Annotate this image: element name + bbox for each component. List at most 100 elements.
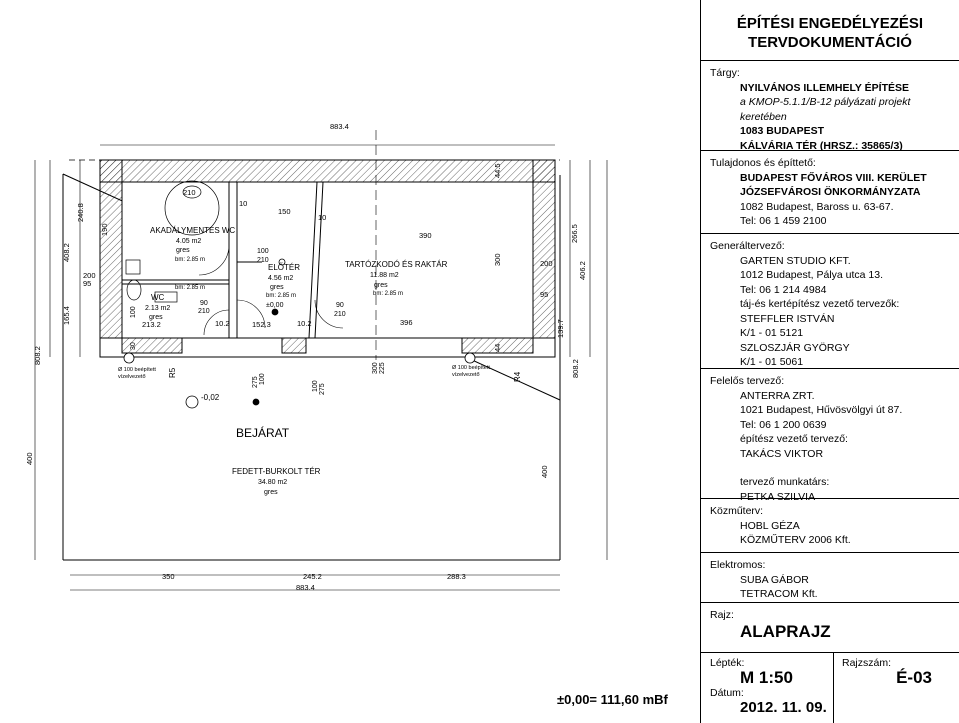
drain-symbols [123,258,476,409]
coworker-label: tervező munkatárs: [740,476,830,488]
dim-label: 210 [334,311,346,318]
dim-label: 100 [259,373,266,385]
resp-line: Tel: 06 1 200 0639 [740,418,827,431]
dim-label: R5 [168,367,177,378]
toilet-fixtures [125,180,220,303]
date-label: Dátum: [710,687,744,699]
room-height: bm: 2.85 m [266,293,296,299]
title-block-heading: ÉPÍTÉSI ENGEDÉLYEZÉSI TERVDOKUMENTÁCIÓ [701,14,959,52]
dim-left: 408.2 [62,243,71,262]
subject-label: Tárgy: [710,67,740,79]
gen-line: Tel: 06 1 214 4984 [740,283,827,296]
dim-label: 190 [100,223,109,236]
scale-section: Lépték: M 1:50 [710,656,830,685]
gen-line: GARTEN STUDIO KFT. [740,254,851,267]
drawing-name: ALAPRAJZ [740,621,831,641]
room-name: ELŐTÉR [268,263,300,272]
electric-section: Elektromos: SUBA GÁBOR TETRACOM Kft. [710,558,955,602]
gen-line: táj-és kertépítész vezető tervezők: [740,298,900,310]
dimension-lines [34,130,608,591]
drain-label: vízelvezető [118,374,146,380]
subject-line: NYILVÁNOS ILLEMHELY ÉPÍTÉSE [740,81,910,94]
subject-line: 1083 BUDAPEST [740,125,825,137]
room-floor: gres [374,282,388,289]
resp-line: ANTERRA ZRT. [740,389,815,402]
heading-line: TERVDOKUMENTÁCIÓ [748,34,912,51]
subject-line: keretében [740,110,787,123]
gen-label: Generáltervező: [710,240,785,252]
dim-label: 213.2 [142,320,161,329]
dim-label: 300 [372,362,379,374]
elevation-note: ±0,00= 111,60 mBf [557,692,668,707]
dim-label: 95 [540,290,548,299]
dim-bottom: 288.3 [447,572,466,581]
drain-label: Ø 100 beépített [452,365,490,371]
dim-label: 95 [83,279,91,288]
scale-value: M 1:50 [740,667,793,687]
scale-label: Lépték: [710,657,745,669]
gen-line: K/1 - 01 5061 [740,356,804,368]
subject-line: a KMOP-5.1.1/B-12 pályázati projekt [740,96,911,108]
dim-label: 10.2 [215,319,230,328]
dim-label: 150 [278,207,291,216]
gen-line: STEFFLER ISTVÁN [740,312,835,325]
room-area: 11.88 m2 [370,272,399,279]
electric-label: Elektromos: [710,559,766,571]
dim-bottom: 350 [162,572,175,581]
date-section: Dátum: 2012. 11. 09. [710,686,830,715]
room-area: 4.56 m2 [268,275,293,282]
utility-line: KÖZMŰTERV 2006 Kft. [740,534,851,546]
dim-label: 90 [200,300,208,307]
dim-label: 275 [252,376,259,388]
heading-line: ÉPÍTÉSI ENGEDÉLYEZÉSI [736,15,924,32]
resp-line: 1021 Budapest, Hűvösvölgyi út 87. [740,404,903,416]
resp-line: építész vezető tervező: [740,433,848,445]
room-name: WC [151,293,165,302]
dim-label: 396 [400,318,413,327]
room-name: AKADÁLYMENTES WC [150,226,235,235]
dim-top-total: 883.4 [330,122,349,131]
room-height: bm: 2.85 m [373,291,403,297]
owner-line: Tel: 06 1 459 2100 [740,215,827,227]
utility-label: Közműterv: [710,505,764,517]
drain-label: Ø 100 beépített [118,367,156,373]
dim-left: 240.8 [76,203,85,222]
dim-label: 300 [493,253,502,266]
room-name: TARTÓZKODÓ ÉS RAKTÁR [345,260,448,269]
resp-line: TAKÁCS VIKTOR [740,447,824,460]
dim-label: 225 [379,362,386,374]
room-height: bm: 2.85 m [175,257,205,263]
floor-plan: AKADÁLYMENTES WC 4.05 m2 gres bm: 2.85 m… [25,122,608,592]
dim-left: 165.4 [62,306,71,325]
subject-line: KÁLVÁRIA TÉR (HRSZ.: 35865/3) [740,139,903,152]
drain-label: vízelvezető [452,372,480,378]
utility-section: Közműterv: HOBL GÉZA KÖZMŰTERV 2006 Kft. [710,504,955,548]
room-area: 4.05 m2 [176,238,201,245]
resp-label: Felelős tervező: [710,375,785,387]
electric-line: TETRACOM Kft. [740,588,818,600]
coworker-name: PETKA SZILVIA [740,490,816,503]
owner-line: JÓZSEFVÁROSI ÖNKORMÁNYZATA [740,186,921,198]
room-area: 34.80 m2 [258,479,287,486]
dim-left: 808.2 [33,346,42,365]
room-height: bm: 2.85 m [175,285,205,291]
owner-line: BUDAPEST FŐVÁROS VIII. KERÜLET [740,171,927,184]
dim-label: 210 [257,257,269,264]
sheet-value: É-03 [896,667,932,687]
dim-label: 390 [419,231,432,240]
building-walls [99,159,556,358]
dim-label: 275 [319,383,326,395]
gen-line: K/1 - 01 5121 [740,327,804,339]
dim-bottom-total: 883.4 [296,583,315,592]
room-level: ±0,00 [266,302,284,309]
room-floor: gres [264,489,278,496]
sheet-section: Rajzszám: É-03 [842,656,954,685]
entrance-label: BEJÁRAT [236,425,290,440]
electric-line: SUBA GÁBOR [740,573,809,586]
dim-right: 406.2 [578,261,587,280]
dim-label: 44.5 [493,163,502,178]
dim-label: 30 [130,342,137,350]
drawing-section: Rajz: ALAPRAJZ [710,608,955,639]
dim-label: R4 [513,371,522,382]
dim-label: 210 [198,308,210,315]
